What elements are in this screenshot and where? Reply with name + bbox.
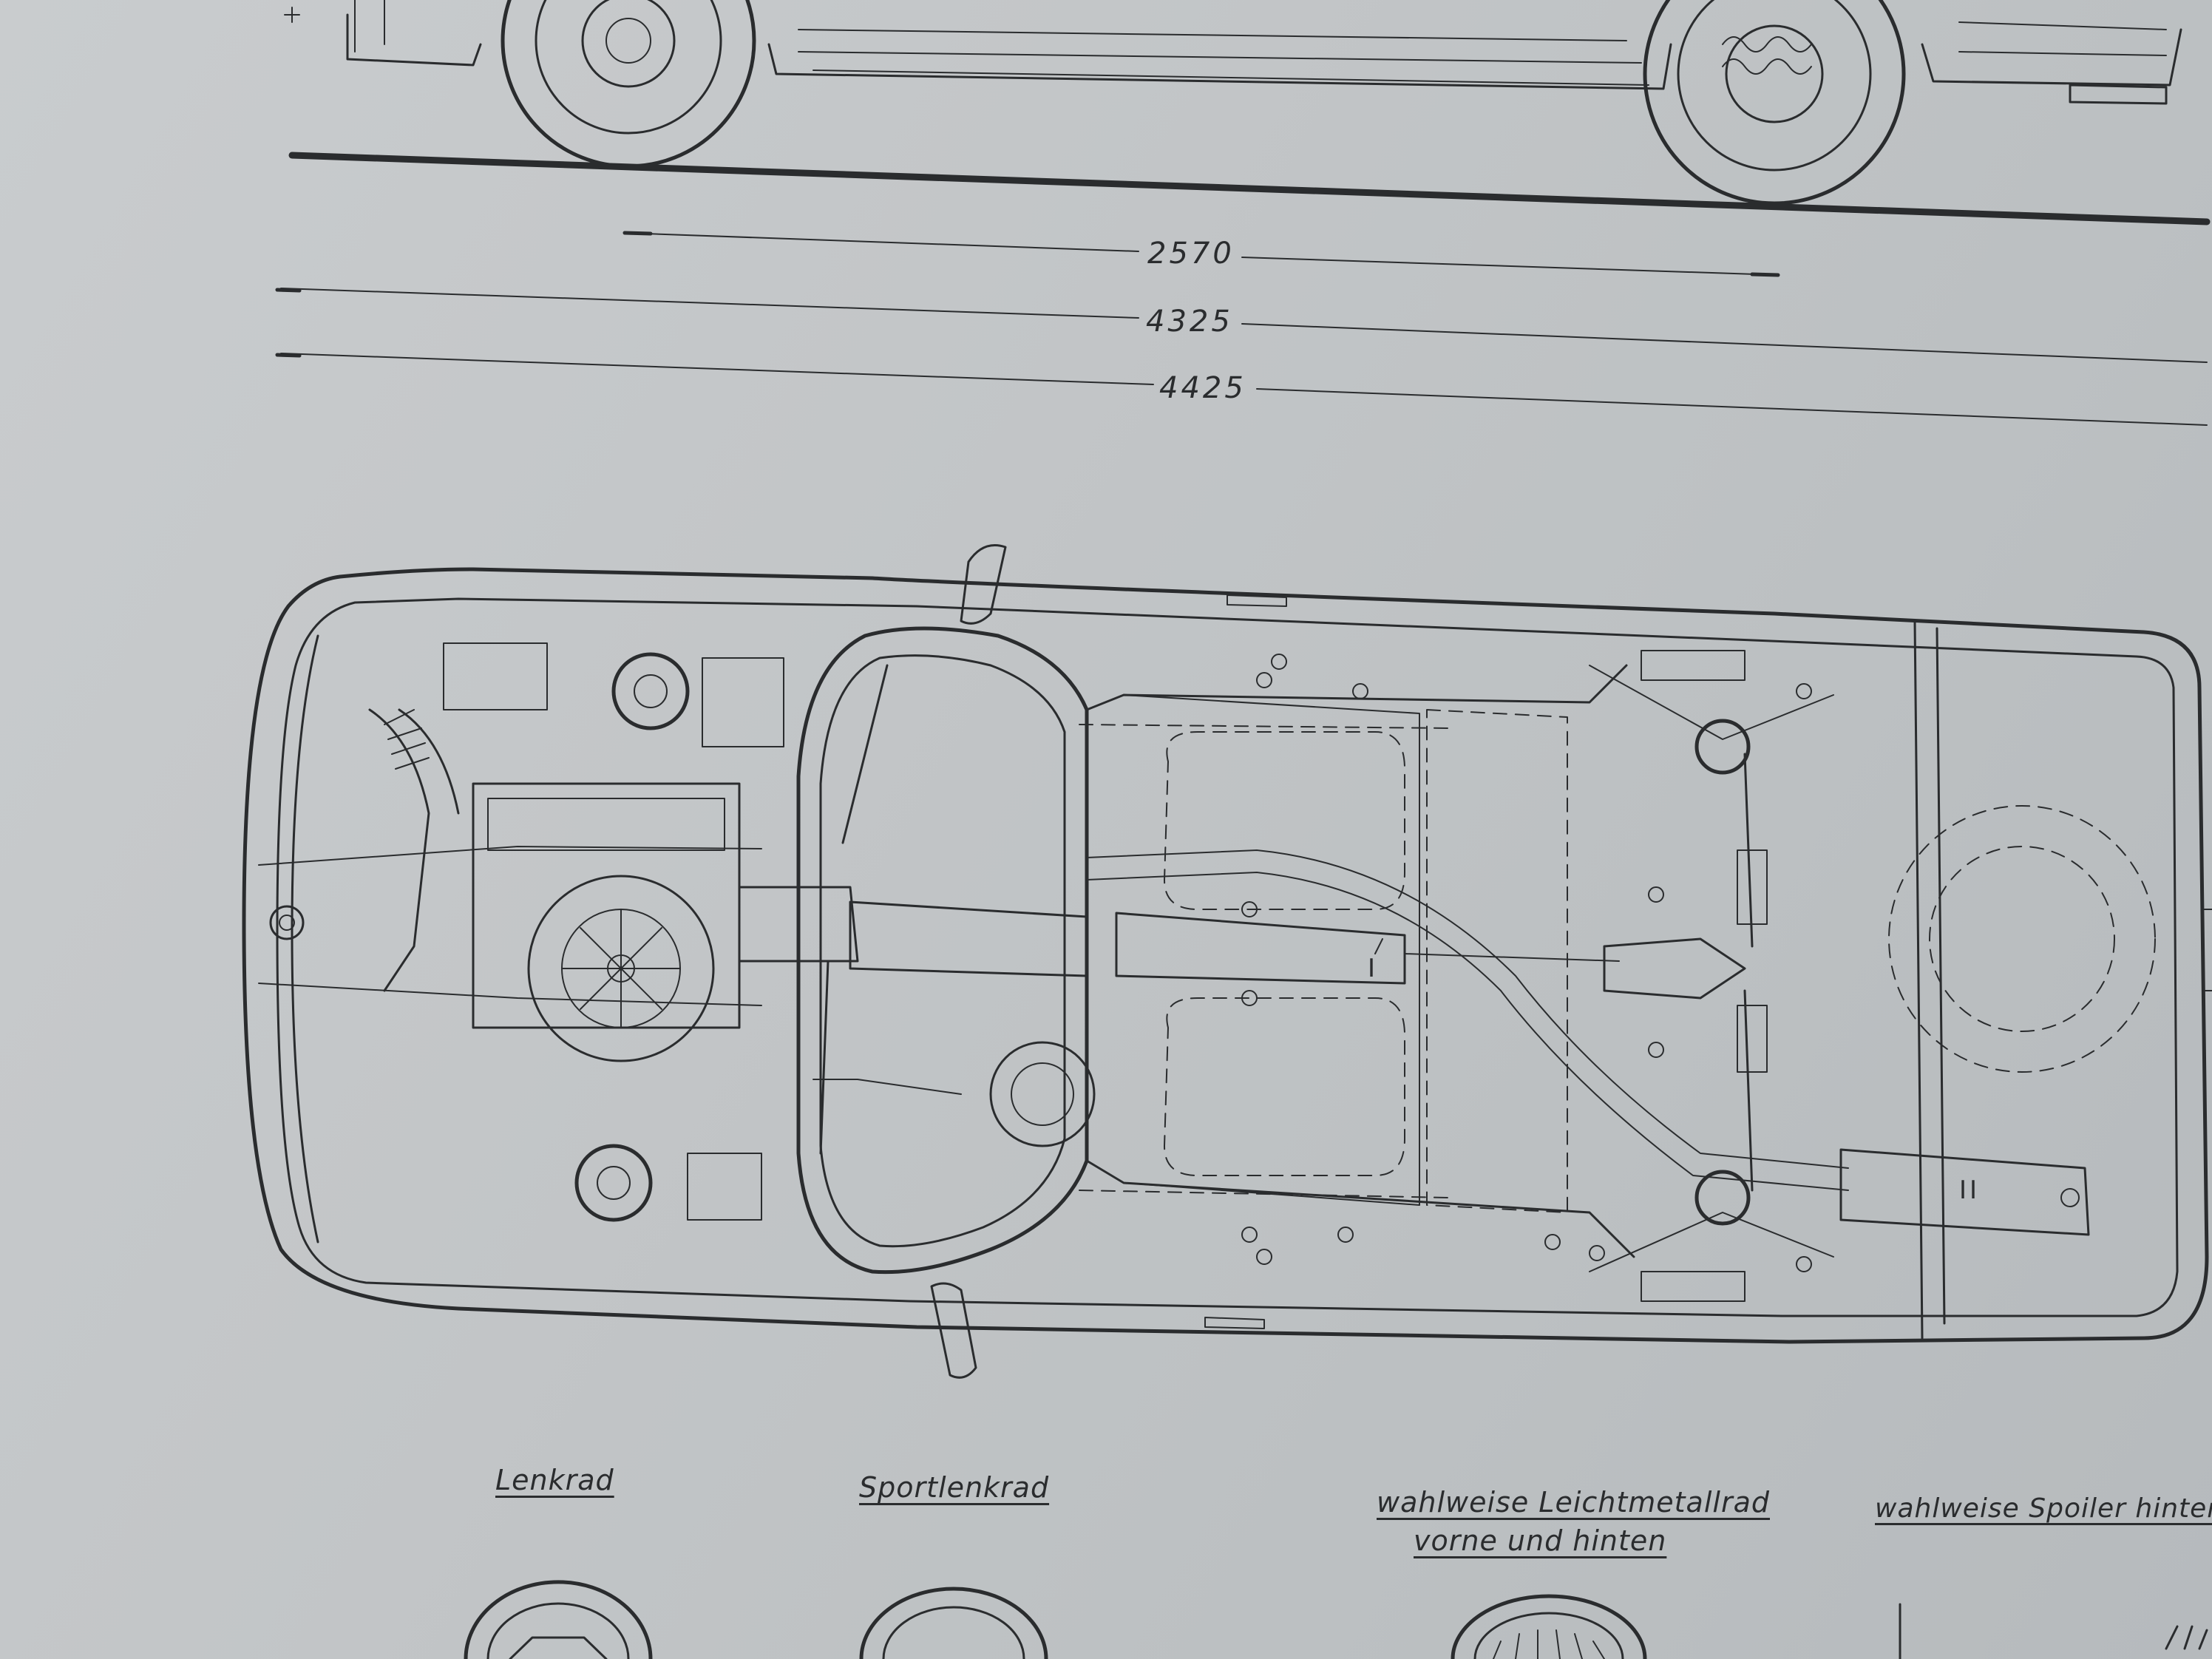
plan-rear-axle bbox=[1589, 650, 1834, 1302]
dim-overall-length-label: 4425 bbox=[1159, 371, 1246, 405]
dim-overall-right bbox=[1256, 388, 2208, 426]
plan-seat-rails bbox=[1079, 724, 1450, 1198]
plan-steering-wheel bbox=[812, 1041, 1096, 1147]
caption-alloy-wheel-line1: wahlweise Leichtmetallrad bbox=[1377, 1486, 1770, 1519]
plan-hose-ribs bbox=[384, 709, 430, 770]
plan-spare-outer bbox=[1888, 805, 2156, 1073]
plan-front-right-strut bbox=[574, 1144, 653, 1222]
side-rear-coil-spring bbox=[1722, 36, 1812, 75]
plan-view bbox=[242, 544, 2212, 1379]
plan-roof-edges bbox=[1085, 664, 1635, 1258]
dim-wheelbase-left bbox=[624, 232, 1139, 252]
plan-engine bbox=[368, 642, 784, 1222]
caption-sport-steering-wheel: Sportlenkrad bbox=[859, 1471, 1050, 1504]
dim-wheelbase-arrow-right bbox=[1750, 272, 1780, 277]
plan-front-left-seat bbox=[1164, 731, 1405, 910]
plan-fuse-box bbox=[443, 642, 548, 710]
dim-wheelbase-right bbox=[1241, 257, 1779, 276]
dim-body-arrow-left bbox=[275, 288, 302, 293]
plan-rear-trailing-arms bbox=[1589, 665, 1834, 1272]
plan-rear-wheel-arches bbox=[1641, 650, 1745, 1302]
plan-wipers bbox=[819, 664, 889, 1155]
alloy-wheel-option-icon bbox=[1451, 1594, 1647, 1659]
plan-steering-column bbox=[812, 1079, 962, 1095]
dim-body-left bbox=[280, 288, 1139, 319]
plan-front-left-strut bbox=[611, 652, 690, 730]
caption-rear-spoiler: wahlweise Spoiler hinten bbox=[1875, 1493, 2212, 1524]
dim-overall-left bbox=[280, 353, 1154, 385]
plan-engine-block bbox=[472, 782, 741, 1029]
crosshair-mark bbox=[284, 7, 300, 23]
side-exhaust-tip bbox=[2069, 84, 2168, 105]
rear-spoiler-option-icon bbox=[1899, 1603, 2208, 1659]
sport-steering-wheel-option-icon bbox=[859, 1587, 1048, 1659]
plan-fl-strut-inner bbox=[634, 674, 668, 708]
plan-left-mirror bbox=[960, 544, 1007, 625]
plan-driveshaft-front bbox=[1115, 912, 1406, 985]
plan-clutch-housing bbox=[738, 886, 859, 963]
option-icons bbox=[464, 1580, 2208, 1659]
plan-front-bumper bbox=[291, 634, 319, 1244]
plan-rear-right-spring-top bbox=[1694, 1170, 1751, 1226]
plan-badge bbox=[269, 905, 305, 940]
ground-line bbox=[288, 152, 2211, 225]
exhaust-rear-marker: II bbox=[1959, 1175, 1981, 1205]
plan-windshield-frame bbox=[796, 626, 1089, 1275]
plan-washer-tank bbox=[687, 1153, 762, 1221]
plan-fan-spokes bbox=[561, 909, 681, 1028]
plan-cabin-lines bbox=[1123, 694, 1420, 1206]
dim-wheelbase-arrow-left bbox=[622, 231, 653, 236]
dimension-lines bbox=[275, 231, 2208, 426]
plan-mount-bolts bbox=[1241, 654, 1812, 1272]
plan-intake-hose bbox=[368, 708, 460, 992]
plan-rear-bumper bbox=[1913, 620, 1946, 1340]
plan-rear-muffler bbox=[1839, 1148, 2090, 1236]
plan-exhaust-pipe bbox=[1086, 849, 1849, 1191]
plan-battery bbox=[702, 657, 784, 747]
side-rear-wheel bbox=[1643, 0, 1906, 206]
plan-differential bbox=[1603, 937, 1746, 1000]
plan-right-mirror bbox=[930, 1282, 977, 1379]
caption-alloy-wheel-line2: vorne und hinten bbox=[1414, 1524, 1667, 1557]
dim-overall-arrow-left bbox=[275, 353, 302, 358]
plan-exhaust-marker-front bbox=[1374, 938, 1383, 954]
dim-wheelbase-label: 2570 bbox=[1147, 237, 1235, 271]
plan-spare-wheel bbox=[1888, 805, 2156, 1073]
plan-gearbox bbox=[849, 900, 1088, 977]
side-view bbox=[284, 0, 2211, 225]
plan-fr-strut-inner bbox=[597, 1166, 631, 1200]
exhaust-front-marker: I bbox=[1368, 954, 1379, 983]
plan-front-right-seat bbox=[1164, 997, 1405, 1176]
plan-body-inner-outline bbox=[276, 597, 2179, 1317]
dim-body-right bbox=[1241, 323, 2208, 363]
plan-rear-edge-marks bbox=[2202, 909, 2212, 991]
plan-rear-halfshafts bbox=[1743, 753, 1754, 1192]
side-front-wheel bbox=[501, 0, 756, 169]
side-body-outline bbox=[346, 13, 2182, 90]
plan-rear-left-spring-top bbox=[1694, 719, 1751, 775]
plan-badge-inner bbox=[279, 915, 295, 931]
plan-bonnet-creases bbox=[258, 846, 762, 1006]
plan-driveline bbox=[738, 849, 2090, 1236]
plan-spare-inner bbox=[1929, 846, 2115, 1032]
plan-radiator-fan bbox=[527, 875, 715, 1062]
side-body-lines bbox=[354, 0, 2167, 86]
plan-muffler-outlet bbox=[2060, 1188, 2080, 1207]
plan-door-handles bbox=[1204, 594, 1287, 1329]
dim-body-length-label: 4325 bbox=[1146, 305, 1233, 339]
steering-wheel-option-icon bbox=[464, 1580, 653, 1659]
plan-seats bbox=[1079, 709, 1568, 1213]
plan-rear-bench bbox=[1426, 709, 1568, 1213]
plan-axle-boots bbox=[1737, 849, 1768, 1073]
caption-steering-wheel: Lenkrad bbox=[495, 1464, 614, 1496]
plan-windshield-glass bbox=[819, 654, 1066, 1248]
plan-engine-head bbox=[487, 798, 725, 851]
plan-driveshaft-rear bbox=[1404, 953, 1620, 962]
plan-body-outline bbox=[242, 567, 2209, 1344]
